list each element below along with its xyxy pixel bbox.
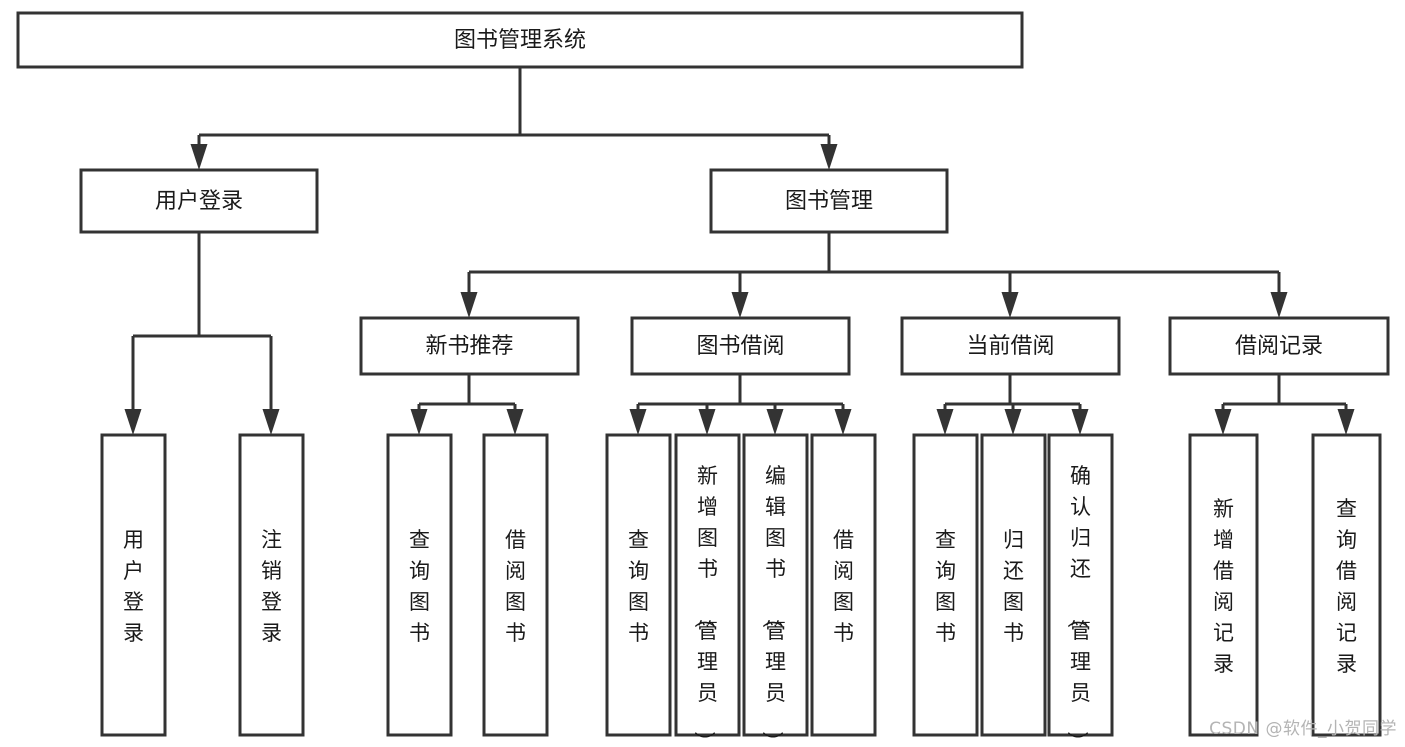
node-box[interactable] [674, 433, 741, 737]
arrow-head-icon [262, 409, 280, 435]
node-label: 查询图书 [628, 528, 649, 645]
node-box[interactable] [386, 433, 453, 737]
arrow-head-icon [1071, 409, 1089, 435]
diagram-node-leaf-8[interactable]: 查询图书 [912, 433, 979, 737]
arrow-head-icon [629, 409, 647, 435]
arrow-head-icon [1270, 292, 1288, 318]
diagram-node-level3-0[interactable]: 新书推荐 [359, 316, 580, 376]
connector-group-record-to-leaves [1214, 374, 1355, 435]
node-label: 当前借阅 [966, 334, 1054, 359]
node-label: 查询图书 [935, 528, 956, 645]
connector-group-borrow-to-leaves [629, 374, 852, 435]
diagram-node-leaf-2[interactable]: 查询图书 [386, 433, 453, 737]
node-label: 新书推荐 [425, 334, 513, 359]
diagram-node-level2-0[interactable]: 用户登录 [79, 168, 319, 234]
arrow-head-icon [1004, 409, 1022, 435]
arrow-head-icon [1337, 409, 1355, 435]
arrow-head-icon [834, 409, 852, 435]
diagram-node-leaf-7[interactable]: 借阅图书 [810, 433, 877, 737]
node-box[interactable] [980, 433, 1047, 737]
connector-group-user-login-to-leaves [124, 232, 280, 435]
node-box[interactable] [912, 433, 979, 737]
node-box[interactable] [630, 316, 851, 376]
node-box[interactable] [709, 168, 949, 234]
diagram-node-level3-1[interactable]: 图书借阅 [630, 316, 851, 376]
node-label: 借阅图书 [833, 528, 854, 645]
arrow-head-icon [190, 144, 208, 170]
node-label: 用户登录 [123, 528, 144, 645]
connector-group-book-mgmt-to-level3 [460, 232, 1288, 318]
node-box[interactable] [1168, 316, 1390, 376]
watermark-label: CSDN @软件_小贺同学 [1209, 719, 1397, 739]
diagram-node-leaf-11[interactable]: 新增借阅记录 [1188, 433, 1259, 737]
connector-layer [124, 67, 1355, 435]
node-box[interactable] [16, 11, 1024, 69]
diagram-node-level3-3[interactable]: 借阅记录 [1168, 316, 1390, 376]
arrow-head-icon [506, 409, 524, 435]
node-box[interactable] [238, 433, 305, 737]
arrow-head-icon [936, 409, 954, 435]
node-label: 归还图书 [1003, 528, 1024, 645]
diagram-node-leaf-6[interactable]: 编辑图书（管理员） [742, 433, 809, 747]
diagram-node-leaf-3[interactable]: 借阅图书 [482, 433, 549, 737]
diagram-node-leaf-9[interactable]: 归还图书 [980, 433, 1047, 737]
node-box[interactable] [810, 433, 877, 737]
arrow-head-icon [124, 409, 142, 435]
diagram-node-leaf-1[interactable]: 注销登录 [238, 433, 305, 737]
arrow-head-icon [731, 292, 749, 318]
diagram-node-level2-1[interactable]: 图书管理 [709, 168, 949, 234]
node-label: 用户登录 [155, 189, 243, 214]
node-label: 编辑图书（管理员） [760, 464, 786, 747]
node-label: 确认归还（管理员） [1065, 464, 1091, 747]
node-label: 图书借阅 [696, 334, 784, 359]
node-layer: 图书管理系统用户登录图书管理新书推荐图书借阅当前借阅借阅记录用户登录注销登录查询… [16, 11, 1390, 747]
node-label: 图书管理 [785, 189, 873, 214]
node-label: 查询借阅记录 [1336, 497, 1357, 676]
arrow-head-icon [1214, 409, 1232, 435]
arrow-head-icon [698, 409, 716, 435]
arrow-head-icon [820, 144, 838, 170]
node-box[interactable] [605, 433, 672, 737]
node-label: 新增借阅记录 [1213, 497, 1234, 676]
node-label: 新增图书（管理员） [692, 464, 718, 747]
node-box[interactable] [359, 316, 580, 376]
connector-group-root-to-level2 [190, 67, 838, 170]
diagram-node-leaf-4[interactable]: 查询图书 [605, 433, 672, 737]
arrow-head-icon [460, 292, 478, 318]
diagram-node-root-0[interactable]: 图书管理系统 [16, 11, 1024, 69]
node-box[interactable] [1311, 433, 1382, 737]
node-box[interactable] [100, 433, 167, 737]
node-box[interactable] [482, 433, 549, 737]
connector-group-current-to-leaves [936, 374, 1089, 435]
node-label: 图书管理系统 [454, 28, 586, 53]
connector-group-new-book-to-leaves [410, 374, 524, 435]
node-label: 借阅记录 [1235, 334, 1323, 359]
node-box[interactable] [1047, 433, 1114, 737]
arrow-head-icon [766, 409, 784, 435]
diagram-node-leaf-0[interactable]: 用户登录 [100, 433, 167, 737]
node-label: 借阅图书 [505, 528, 526, 645]
diagram-node-leaf-12[interactable]: 查询借阅记录 [1311, 433, 1382, 737]
arrow-head-icon [410, 409, 428, 435]
node-box[interactable] [1188, 433, 1259, 737]
node-box[interactable] [900, 316, 1121, 376]
diagram-node-leaf-5[interactable]: 新增图书（管理员） [674, 433, 741, 747]
node-box[interactable] [742, 433, 809, 737]
node-label: 查询图书 [409, 528, 430, 645]
arrow-head-icon [1001, 292, 1019, 318]
node-label: 注销登录 [261, 528, 282, 645]
diagram-node-leaf-10[interactable]: 确认归还（管理员） [1047, 433, 1114, 747]
diagram-node-level3-2[interactable]: 当前借阅 [900, 316, 1121, 376]
node-box[interactable] [79, 168, 319, 234]
